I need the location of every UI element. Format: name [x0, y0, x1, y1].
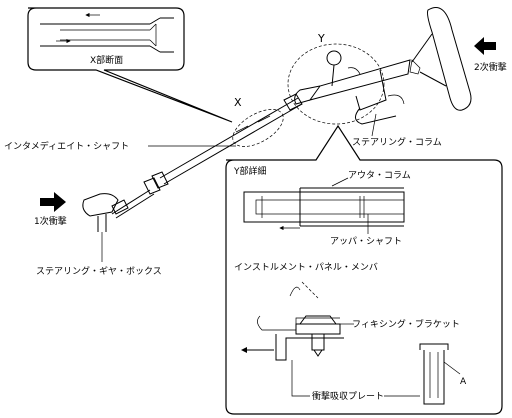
secondary-impact-label: 2次衝撃	[474, 61, 507, 73]
plate-leader	[291, 360, 310, 397]
impact-absorbing-plate	[419, 343, 449, 405]
steering-column-label: ステアリング・コラム	[352, 136, 442, 148]
y-marker: Y	[317, 32, 325, 45]
y-detail-callout: Y部詳細 アウタ・コラム アッパ・シャフト インストルメント・パネル・メンバ	[225, 124, 503, 415]
x-section-pipe	[40, 17, 174, 53]
steering-gear-box-label: ステアリング・ギヤ・ボックス	[36, 265, 162, 277]
y-detail-title: Y部詳細	[233, 165, 267, 177]
a-marker: A	[460, 377, 467, 387]
outer-column-label: アウタ・コラム	[348, 170, 411, 181]
intermediate-shaft-label: インタメディエイト・シャフト	[4, 140, 129, 152]
x-detail-marker-ellipse	[232, 109, 284, 147]
instrument-panel-member-label: インストルメント・パネル・メンバ	[234, 262, 378, 273]
upper-shaft-label: アッパ・シャフト	[330, 236, 402, 247]
a-marker-leader	[443, 361, 461, 375]
primary-impact-arrow: 1次衝撃	[34, 192, 67, 227]
panel-member-leader	[301, 281, 319, 299]
steering-column-leader	[371, 113, 377, 137]
column-tube-detail	[243, 187, 405, 227]
x-marker: X	[234, 96, 242, 109]
intermediate-shaft	[111, 93, 303, 219]
fixing-bracket-detail	[257, 315, 344, 361]
impact-absorbing-plate-label: 衝撃吸収プレート	[312, 390, 384, 402]
y-detail-marker-ellipse	[287, 43, 385, 125]
x-section-callout: X部断面	[27, 7, 233, 123]
primary-impact-label: 1次衝撃	[34, 215, 67, 227]
x-section-title: X部断面	[90, 54, 123, 66]
steering-wheel	[411, 7, 472, 111]
steering-gear-box	[82, 193, 129, 232]
steering-column	[294, 50, 421, 125]
outer-column-leader	[331, 177, 349, 187]
panel-member-mark	[289, 286, 301, 297]
fixing-bracket-label: フィキシング・ブラケット	[352, 318, 460, 330]
secondary-impact-arrow: 2次衝撃	[474, 37, 507, 73]
